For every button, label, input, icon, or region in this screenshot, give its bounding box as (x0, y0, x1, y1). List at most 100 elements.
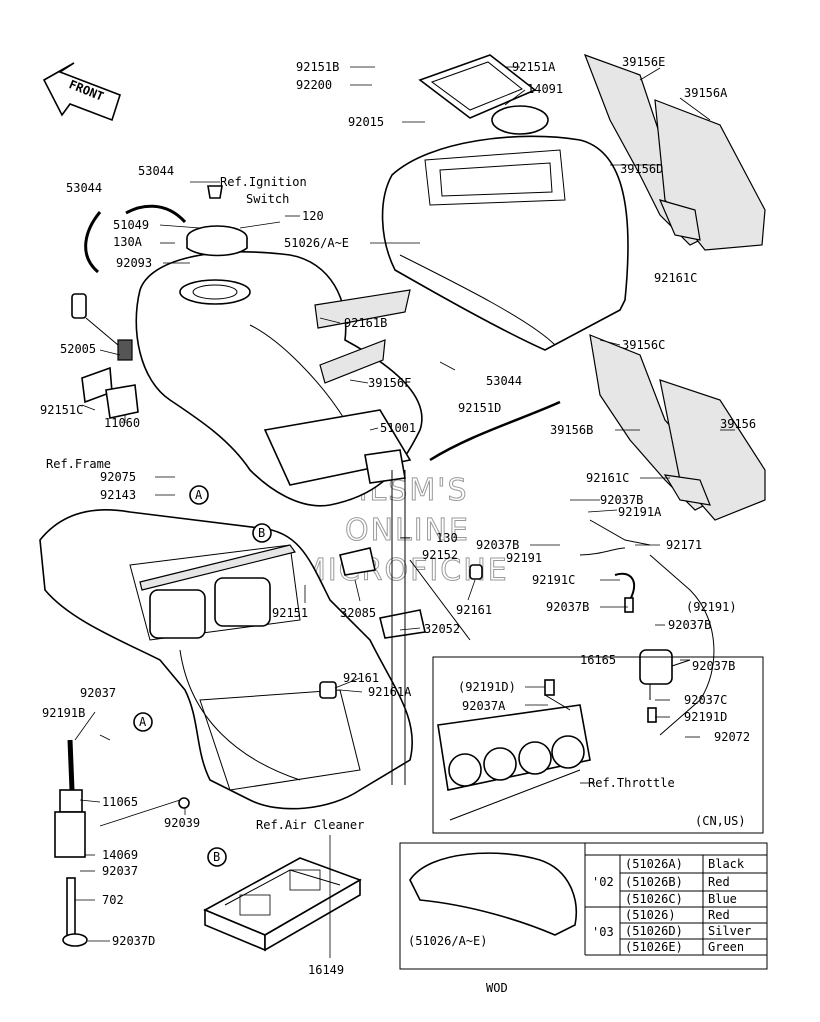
ref-ignition-label: Ref.Ignition (220, 175, 307, 189)
rods (391, 470, 471, 785)
callout: 39156B (550, 423, 593, 437)
fuel-cap (186, 185, 248, 257)
marker-a-top-label: A (195, 488, 203, 502)
callout: 702 (102, 893, 124, 907)
callout: 92161C (586, 471, 629, 485)
callout: 92151A (512, 60, 556, 74)
callout: 39156E (622, 55, 665, 69)
air-cleaner (203, 857, 362, 952)
callout-labels: 92151B 92200 92151A 14091 92015 39156E 3… (40, 55, 756, 977)
callout: 39156A (684, 86, 728, 100)
callout: 92161C (654, 271, 697, 285)
side-covers-lower (589, 334, 766, 521)
callout: 92072 (714, 730, 750, 744)
callout: 11060 (104, 416, 140, 430)
year-02: '02 (592, 875, 614, 889)
fuel-pump (71, 293, 139, 419)
callout: 92191C (532, 573, 575, 587)
region-label: (CN,US) (695, 814, 746, 828)
throttle-body (437, 694, 591, 821)
marker-b-bottom-label: B (213, 850, 220, 864)
callout: 92037B (476, 538, 519, 552)
callout: 92093 (116, 256, 152, 270)
callout: 51049 (113, 218, 149, 232)
leader-lines (74, 66, 735, 958)
part-color: Red (708, 875, 730, 889)
callout: 52005 (60, 342, 96, 356)
pump-lower-parts (54, 739, 190, 947)
callout: 14069 (102, 848, 138, 862)
footer-code: WOD (486, 981, 508, 995)
callout: 92151B (296, 60, 339, 74)
callout: 92161B (344, 316, 387, 330)
callout: 92037B (692, 659, 735, 673)
callout: 53044 (138, 164, 174, 178)
callout: 53044 (486, 374, 522, 388)
callout: 92037C (684, 693, 727, 707)
callout: 92037B (600, 493, 643, 507)
callout: 92015 (348, 115, 384, 129)
callout: 130A (113, 235, 143, 249)
callout: 92191D (684, 710, 727, 724)
callout: (92191D) (458, 680, 516, 694)
callout: 53044 (66, 181, 102, 195)
marker-b-top: B (252, 523, 272, 543)
part-color: Blue (708, 892, 737, 906)
part-code: (51026B) (625, 875, 683, 889)
callout: 92075 (100, 470, 136, 484)
part-color: Green (708, 940, 744, 954)
callout: 92037 (80, 686, 116, 700)
callout: 92151D (458, 401, 501, 415)
callout: 92200 (296, 78, 332, 92)
watermark-line-2: ONLINE (345, 513, 470, 548)
callout: 32052 (424, 622, 460, 636)
callout: 51026/A~E (284, 236, 349, 250)
ref-throttle-label: Ref.Throttle (588, 776, 675, 790)
marker-a-top: A (189, 485, 209, 505)
callout: 92151C (40, 403, 83, 417)
tank-cover (381, 135, 629, 351)
callout: 14091 (527, 82, 563, 96)
part-code: (51026) (625, 908, 676, 922)
callout: 92037 (102, 864, 138, 878)
callout: 32085 (340, 606, 376, 620)
part-color: Silver (708, 924, 751, 938)
ref-air-cleaner-label: Ref.Air Cleaner (256, 818, 364, 832)
ref-frame-label: Ref.Frame (46, 457, 111, 471)
part-color: Black (708, 857, 745, 871)
callout: 16149 (308, 963, 344, 977)
callout: 92161A (368, 685, 412, 699)
callout: 92143 (100, 488, 136, 502)
callout: (92191) (686, 600, 737, 614)
callout: 92037B (546, 600, 589, 614)
callout: 39156F (368, 376, 411, 390)
callout: 11065 (102, 795, 138, 809)
callout: 92191 (506, 551, 542, 565)
callout: 39156 (720, 417, 756, 431)
part-code: (51026D) (625, 924, 683, 938)
brackets (319, 547, 483, 699)
breather-hoses (84, 204, 561, 462)
callout: 92037A (462, 699, 506, 713)
callout: 120 (302, 209, 324, 223)
cap-plate (418, 54, 549, 135)
marker-a-bottom: A (133, 712, 153, 732)
callout: 92037D (112, 934, 155, 948)
side-covers-upper (583, 53, 766, 251)
part-code: (51026A) (625, 857, 683, 871)
marker-b-top-label: B (258, 526, 265, 540)
part-color: Red (708, 908, 730, 922)
callout: 92037B (668, 618, 711, 632)
callout: 92152 (422, 548, 458, 562)
color-table: '02 '03 (51026A) Black (51026B) Red (510… (408, 857, 751, 954)
color-chart (399, 842, 768, 970)
front-arrow: FRONT (42, 62, 121, 122)
marker-b-bottom: B (207, 847, 227, 867)
callout: 16165 (580, 653, 616, 667)
callout: 39156D (620, 162, 663, 176)
fuel-filter (639, 649, 691, 700)
part-code: (51026C) (625, 892, 683, 906)
cn-us-box (432, 656, 764, 834)
callout: 130 (436, 531, 458, 545)
